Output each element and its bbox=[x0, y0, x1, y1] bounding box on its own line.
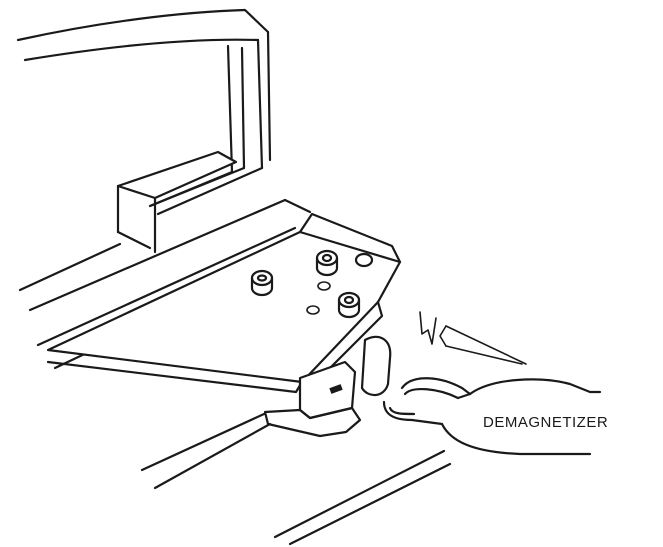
demagnetizer-tool bbox=[382, 377, 602, 456]
support-block bbox=[116, 150, 238, 254]
plate-screws bbox=[250, 249, 374, 319]
probe-wires bbox=[419, 311, 527, 365]
tape-head bbox=[263, 335, 392, 438]
base-lines bbox=[140, 412, 452, 546]
demagnetizer-label: DEMAGNETIZER bbox=[483, 414, 609, 431]
cover-frame bbox=[16, 8, 272, 216]
